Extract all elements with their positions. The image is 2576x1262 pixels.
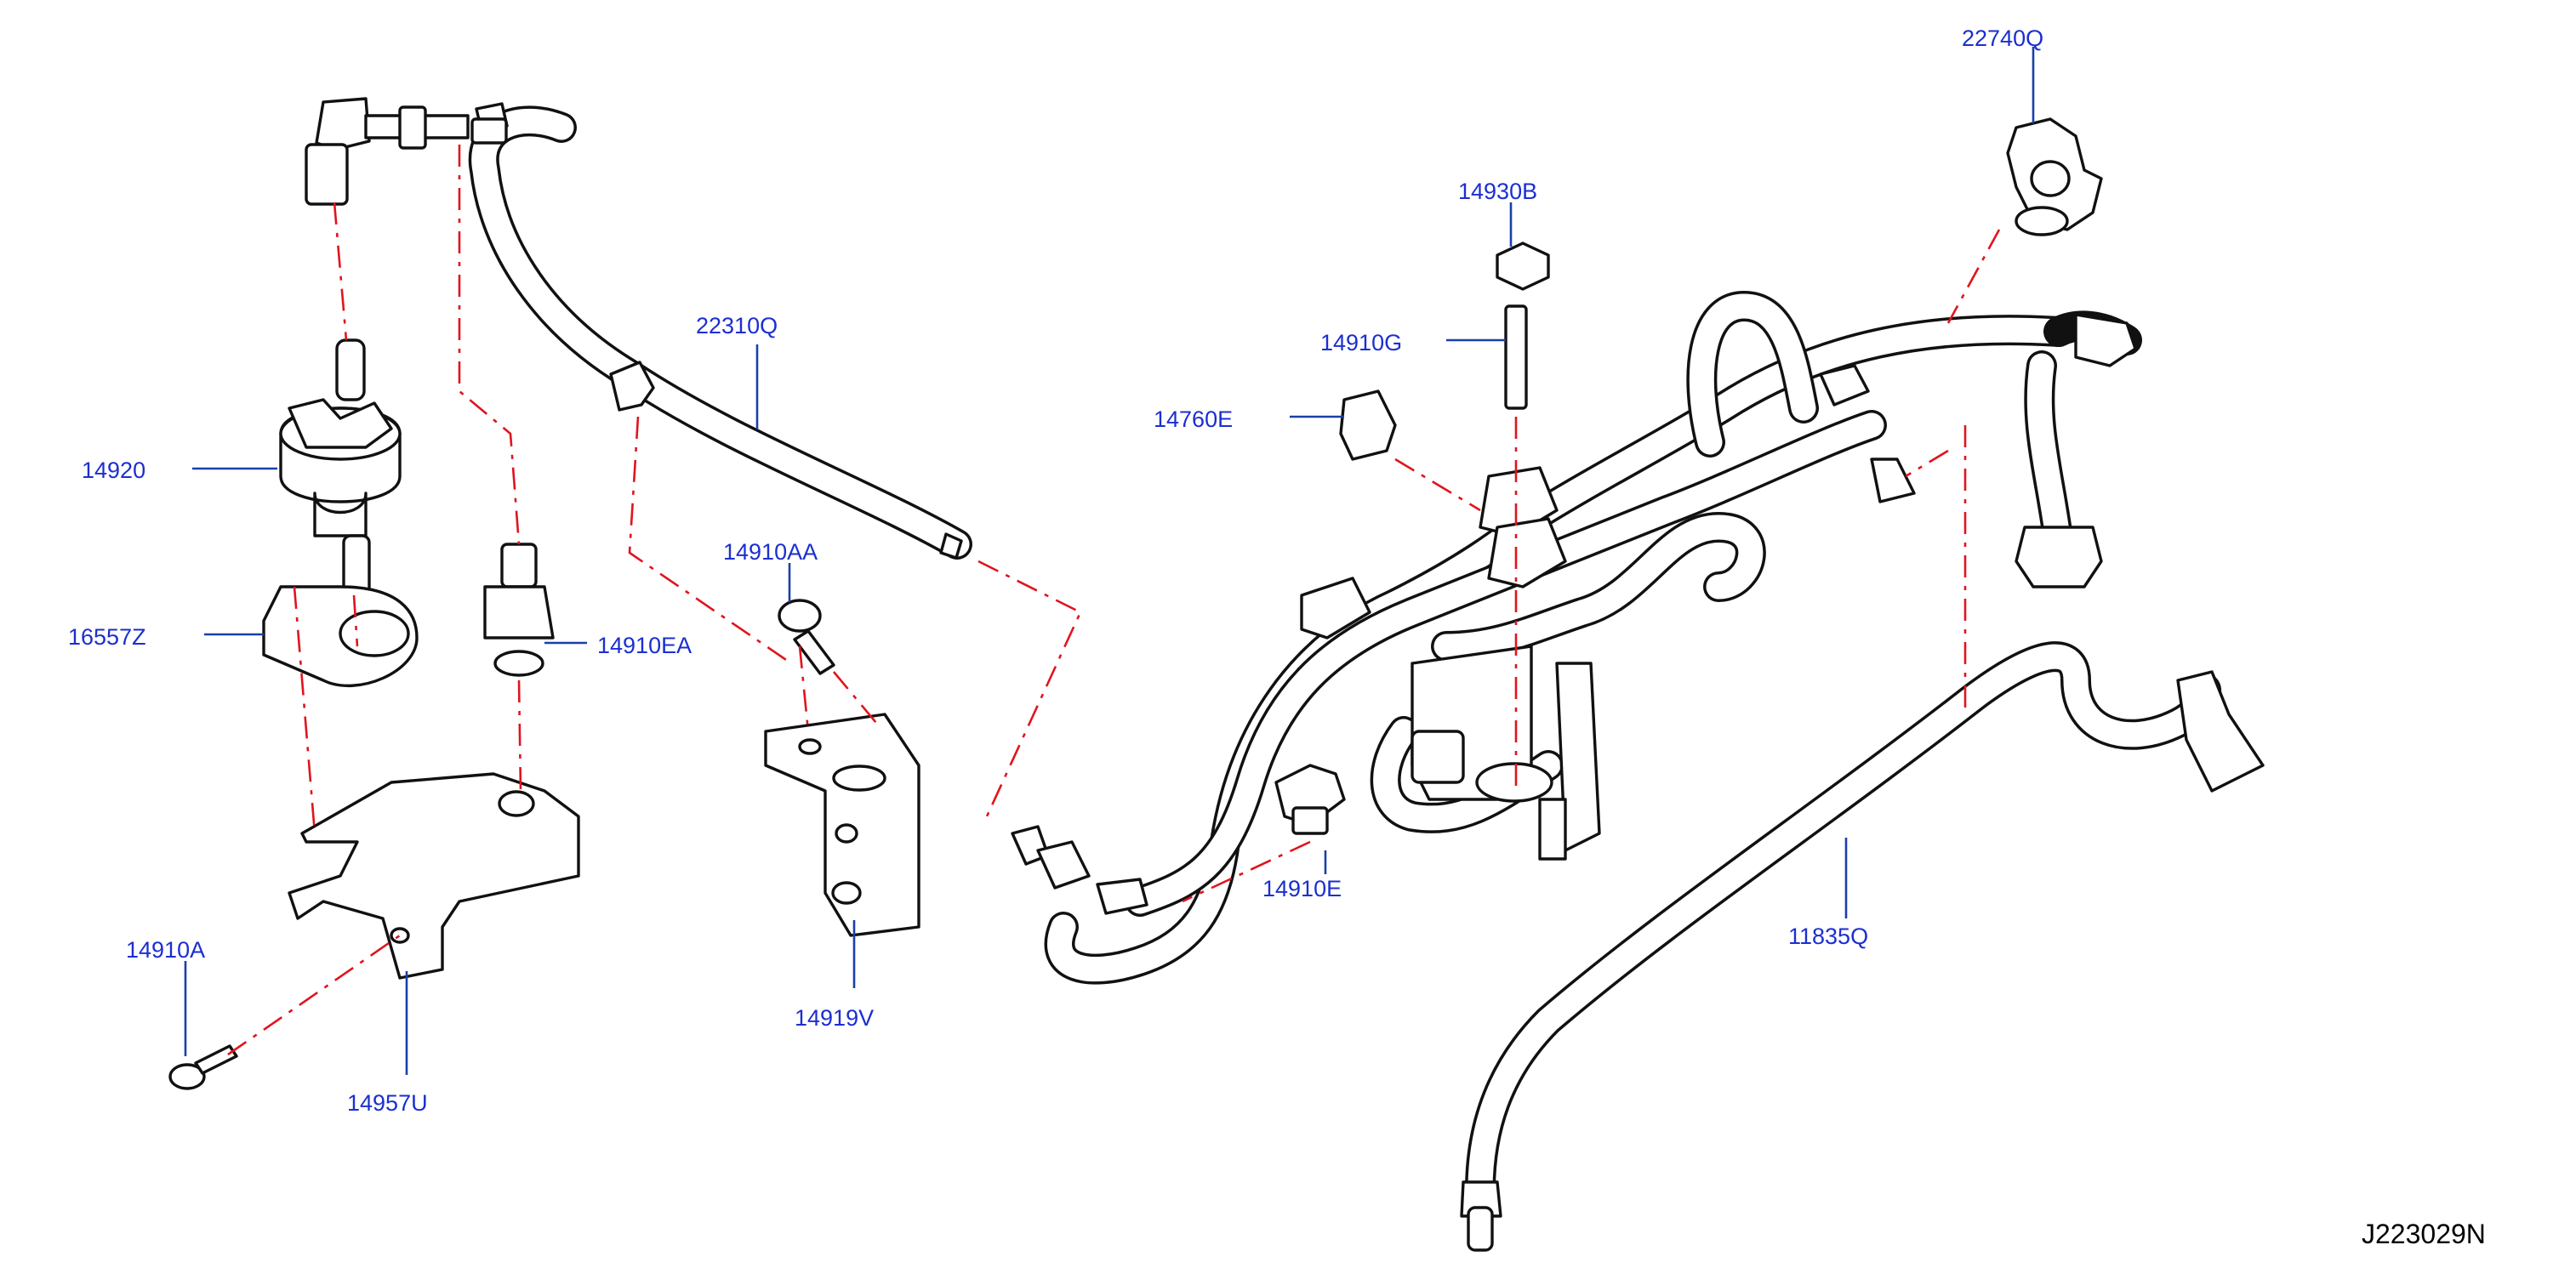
label-22310q[interactable]: 22310Q (696, 313, 778, 338)
label-14910g[interactable]: 14910G (1320, 330, 1402, 355)
valve-14920 (279, 338, 402, 597)
nut-14930b (1496, 242, 1550, 291)
label-14920[interactable]: 14920 (82, 458, 145, 483)
hose-right-vertical (2015, 310, 2142, 588)
label-14910aa[interactable]: 14910AA (723, 539, 818, 565)
bolt-14910aa (778, 599, 835, 675)
label-14930b[interactable]: 14930B (1458, 179, 1537, 204)
clip-14910e (1274, 764, 1346, 835)
label-14910a[interactable]: 14910A (126, 937, 205, 963)
clip-14760e (1339, 389, 1397, 461)
label-16557z[interactable]: 16557Z (68, 624, 146, 650)
hose-assembly-center (1011, 291, 2074, 985)
label-11835q[interactable]: 11835Q (1788, 924, 1868, 949)
label-14910e[interactable]: 14910E (1262, 876, 1342, 901)
bracket-14919v (764, 713, 920, 937)
clip-14910ea (483, 543, 555, 677)
label-14919v[interactable]: 14919V (795, 1005, 874, 1031)
bracket-14957u (288, 772, 580, 980)
bolt-14910a (168, 1044, 238, 1090)
label-14760e[interactable]: 14760E (1154, 406, 1233, 432)
part-labels: 22740Q 14930B 22310Q 14910G 14760E 14920… (68, 26, 2043, 1116)
label-22740q[interactable]: 22740Q (1962, 26, 2043, 51)
connector-top-left (305, 97, 508, 206)
hose-11835q (1460, 641, 2265, 1252)
label-14910ea[interactable]: 14910EA (597, 633, 692, 658)
connector-22740q (2006, 117, 2103, 236)
bracket-16557z (262, 585, 419, 688)
diagram-code: J223029N (2362, 1219, 2486, 1249)
label-14957u[interactable]: 14957U (347, 1090, 428, 1116)
assembly-lines (227, 145, 2001, 1056)
leader-lines (184, 47, 2035, 1075)
stud-14910g (1504, 304, 1528, 410)
